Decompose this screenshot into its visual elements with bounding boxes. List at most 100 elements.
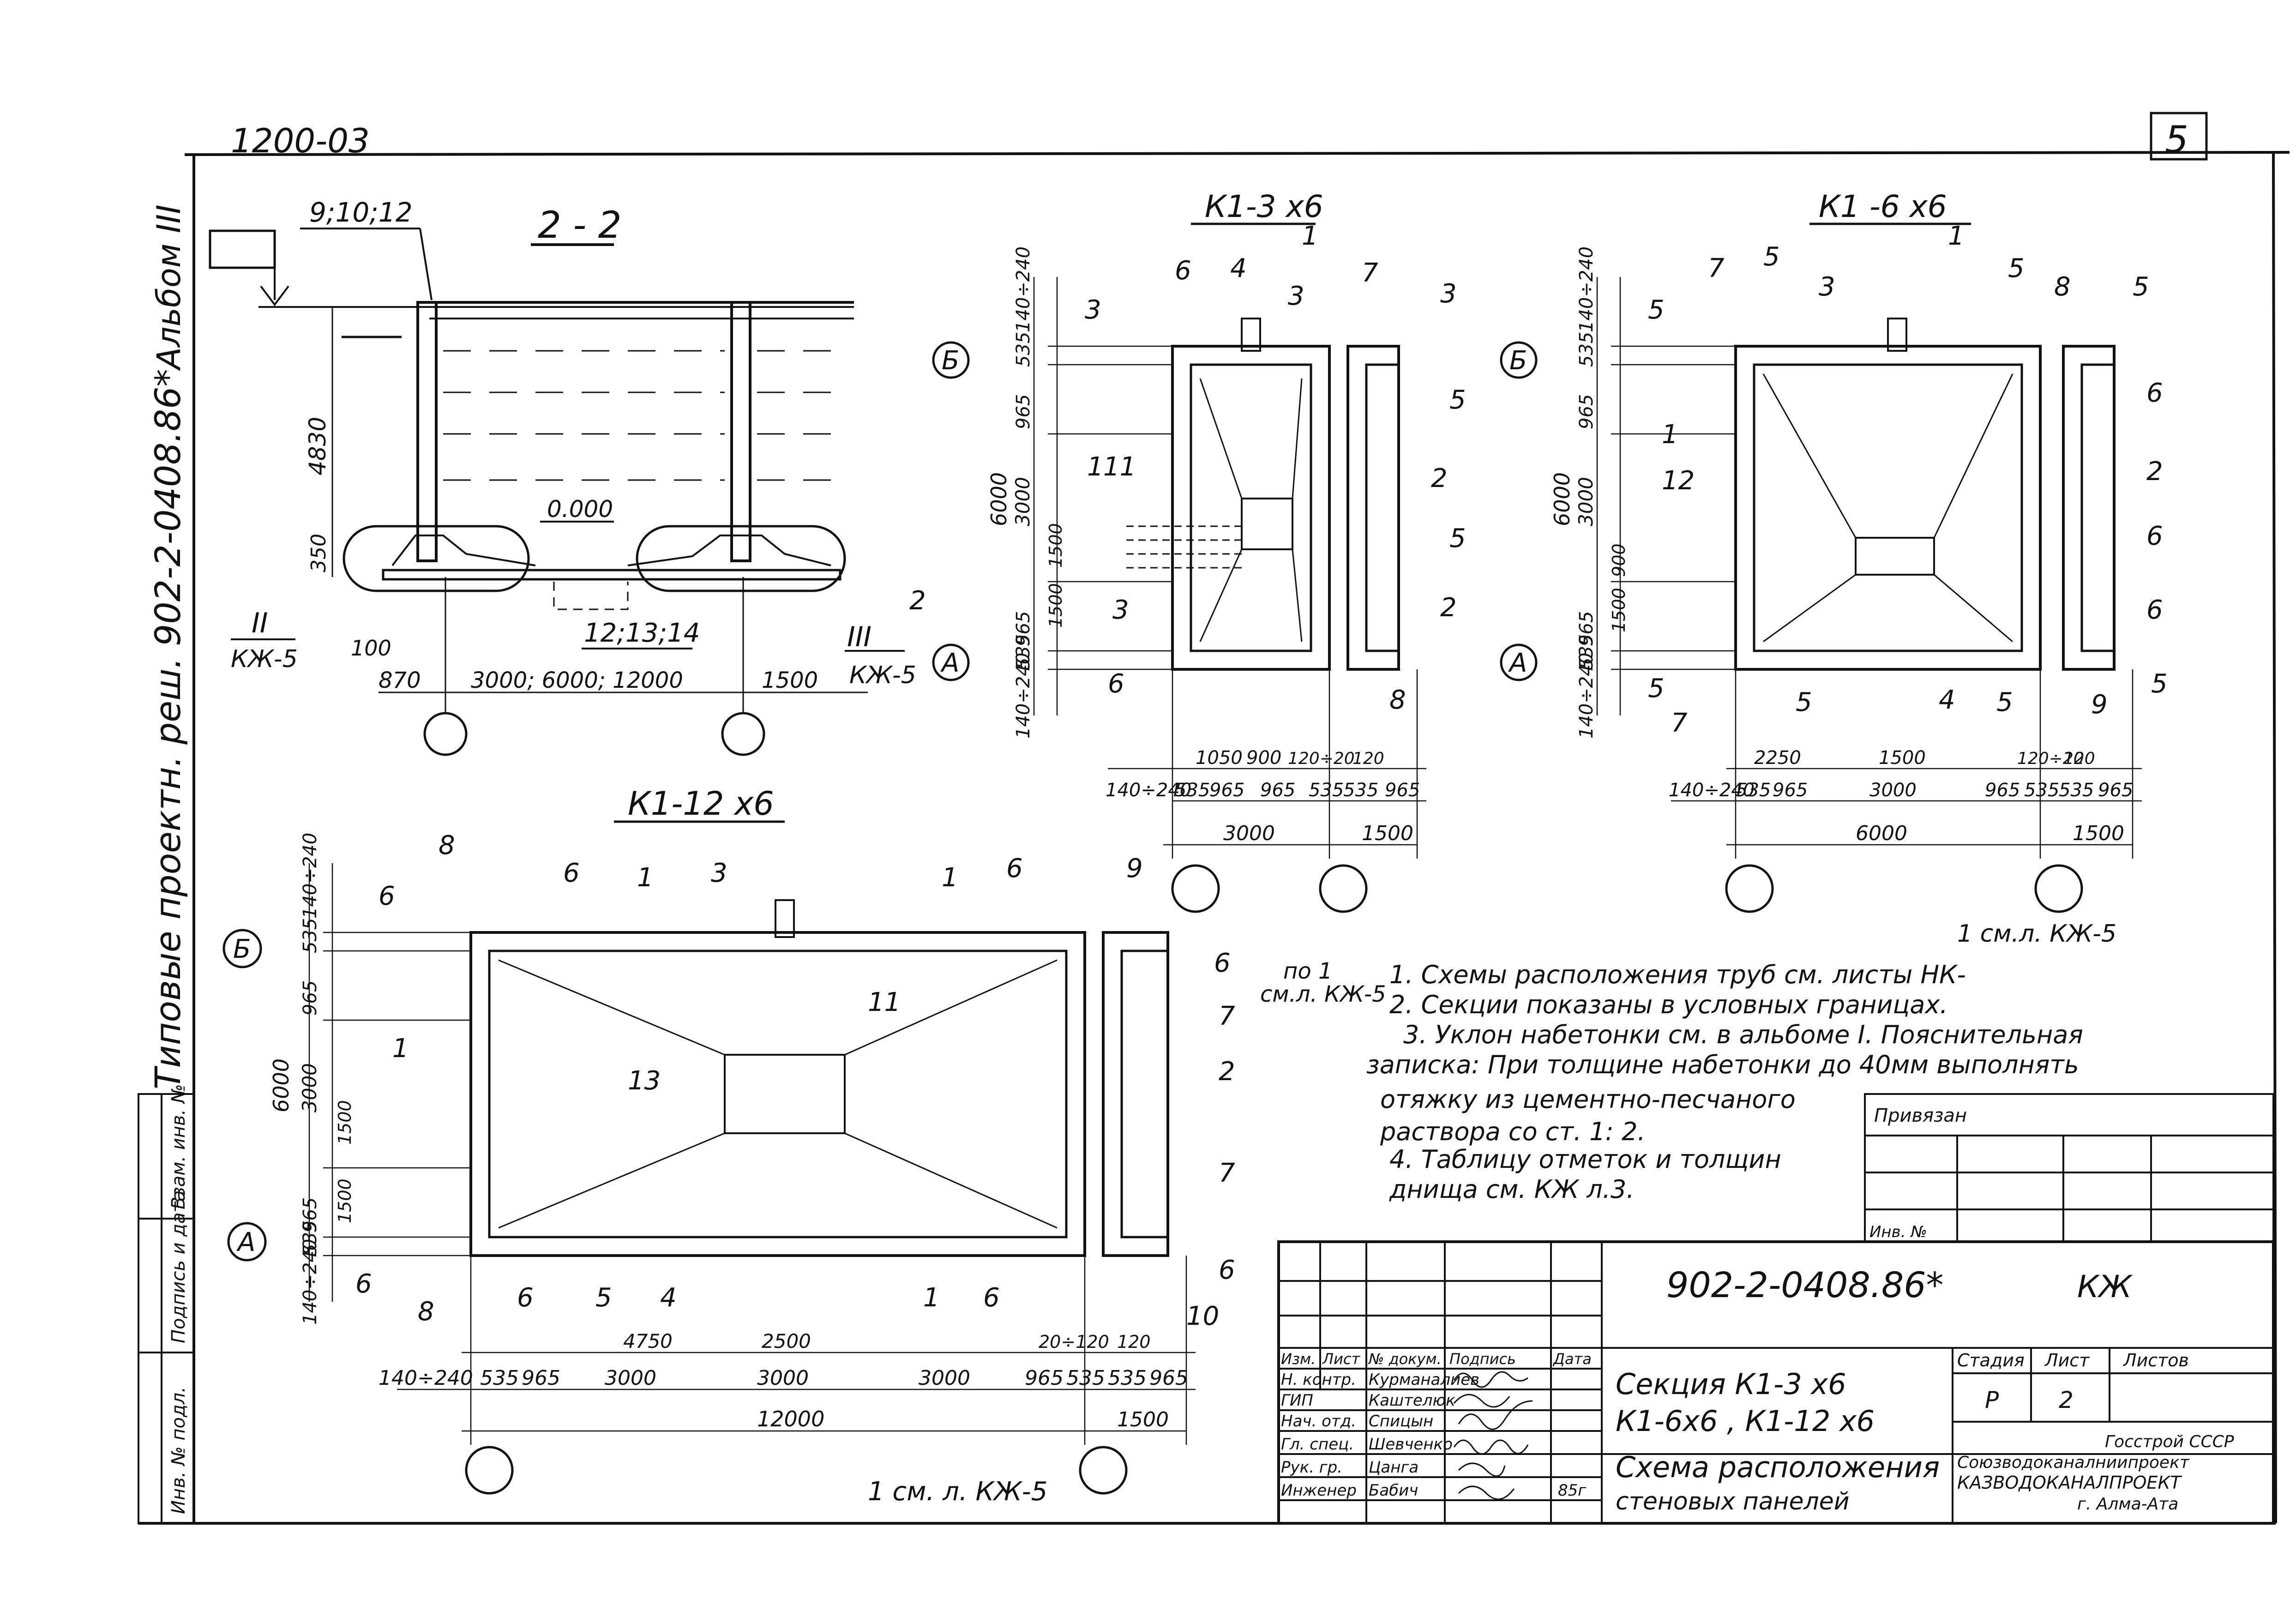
node-2-ref: КЖ-5 <box>231 645 298 673</box>
k1-6x6-dim-h5: 535 <box>1736 780 1771 801</box>
name-3: Шевченко <box>1369 1435 1453 1454</box>
title-block <box>1277 1240 2275 1525</box>
k1-3x6-dim-v0: 140÷240 <box>1013 246 1034 332</box>
k1-3x6-label-7: 7 <box>1362 258 1378 288</box>
k1-12x6-dim-v0: 140÷240 <box>300 833 321 919</box>
k1-12x6-axis-b: Б <box>233 934 251 964</box>
k1-12x6-dim-v6: 965 <box>300 1197 321 1232</box>
k1-12x6-dim-v3: 3000 <box>298 1063 321 1112</box>
strip-inv: Инв. № подл. <box>168 1387 189 1514</box>
series-label: Типовые проектн. реш. 902-2-0408.86* <box>147 369 188 1090</box>
role-3: Гл. спец. <box>1281 1435 1354 1454</box>
k1-3x6-label-8: 8 <box>1389 685 1406 715</box>
top-code: 1200-03 <box>231 121 370 160</box>
org-line-3: КАЗВОДОКАНАЛПРОЕКТ <box>1957 1473 2182 1493</box>
k1-6x6-dim-v6: 965 <box>1576 611 1597 646</box>
k1-3x6-dim-v4: 1500 <box>1046 523 1066 568</box>
k1-3x6-dim-v8: 140÷240 <box>1013 653 1034 739</box>
k1-6x6-label-5d: 5 <box>2133 272 2149 302</box>
k1-12x6-label-6f: 6 <box>517 1283 534 1313</box>
k1-12x6-label-2: 2 <box>1219 1057 1235 1087</box>
org-line-2: Союзводоканалниипроект <box>1957 1453 2190 1472</box>
k1-12x6-label-6a: 6 <box>563 858 580 888</box>
cut-mark-2-left: 2 <box>909 586 926 616</box>
k1-12x6-dim-h15: 1500 <box>1117 1408 1169 1431</box>
k1-12x6-dim-h10: 965 <box>1025 1366 1064 1390</box>
k1-6x6-label-4: 4 <box>1939 685 1955 715</box>
k1-6x6-dim-v2: 965 <box>1576 394 1597 429</box>
note-3-cont: записка: При толщине набетонки до 40мм в… <box>1366 1050 2079 1079</box>
k1-12x6-dim-h13: 965 <box>1149 1366 1188 1390</box>
k1-3x6-label-5a: 5 <box>1449 385 1466 415</box>
note-3-cont3: раствора со ст. 1: 2. <box>1380 1117 1646 1146</box>
k1-3x6-dim-h11: 3000 <box>1223 822 1275 845</box>
k1-6x6-label-5a: 5 <box>1648 295 1665 325</box>
k1-6x6-dim-h2: 120÷20 <box>2017 749 2084 768</box>
k1-12x6-dim-h14: 12000 <box>757 1407 824 1431</box>
k1-3x6-dim-v1: 535 <box>1013 332 1034 367</box>
k1-3x6-dim-h9: 535 <box>1343 780 1378 801</box>
k1-6x6-label-5h: 5 <box>2151 669 2168 699</box>
k1-12x6-label-6e: 6 <box>355 1269 372 1299</box>
k1-12x6-dim-v1: 535 <box>300 918 321 953</box>
k1-6x6-dim-v5: 1500 <box>1609 588 1629 632</box>
k1-6x6-title: К1 -6 х6 <box>1819 189 1947 224</box>
head-date: Дата <box>1552 1350 1592 1368</box>
cut-mark-2-right: 2 <box>1440 593 1457 623</box>
sheet-frame <box>138 112 2290 1525</box>
k1-12x6-dim-v5: 1500 <box>335 1178 355 1223</box>
k1-12x6-dim-v9: 6000 <box>269 1058 294 1112</box>
note-4-cont: днища см. КЖ л.3. <box>1389 1175 1634 1204</box>
k1-6x6-dim-h8: 965 <box>1985 780 2020 801</box>
k1-12x6-dim-h0: 4750 <box>623 1330 673 1353</box>
doc-mark: КЖ <box>2077 1269 2133 1304</box>
title-line-4: стеновых панелей <box>1616 1488 1850 1515</box>
head-izm: Изм. <box>1281 1350 1316 1368</box>
k1-12x6-label-1c: 1 <box>392 1034 409 1064</box>
node-3-number: III <box>847 621 872 653</box>
k1-6x6-label-5g: 5 <box>1996 687 2013 717</box>
k1-6x6-dim-v7: 535 <box>1576 634 1597 669</box>
s22-mark-bottom: 12;13;14 <box>584 618 700 648</box>
k1-6x6-dim-h3: 120 <box>2063 749 2095 768</box>
cut-mark-1-top: 1 <box>1302 221 1318 251</box>
cut-mark-po1: по 1 <box>1283 958 1333 984</box>
k1-3x6-dim-h8: 535 <box>1309 780 1344 801</box>
k1-3x6-dim-h12: 1500 <box>1362 822 1413 845</box>
k1-3x6-dim-h1: 900 <box>1246 747 1281 769</box>
k1-6x6-label-12: 12 <box>1662 466 1695 496</box>
k1-6x6-dim-h7: 3000 <box>1869 780 1917 801</box>
k1-3x6-axis-a: А <box>940 648 959 678</box>
k1-12x6-label-1b: 1 <box>942 863 958 893</box>
k1-6x6-label-5b: 5 <box>1763 242 1780 272</box>
s22-dim-height: 4830 <box>304 417 331 475</box>
k1-3x6-dim-h0: 1050 <box>1196 747 1243 769</box>
k1-3x6-dim-v2: 965 <box>1013 394 1034 429</box>
k1-3x6-label-2: 2 <box>1431 463 1448 493</box>
s22-dim-100: 100 <box>351 636 391 661</box>
head-sign: Подпись <box>1449 1350 1516 1368</box>
k1-6x6-label-5e: 5 <box>1648 673 1665 703</box>
k1-12x6-label-13: 13 <box>628 1066 661 1096</box>
k1-6x6-label-6c: 6 <box>2146 595 2163 625</box>
k1-6x6-dim-h9: 535 <box>2024 780 2059 801</box>
k1-12x6-label-6g: 6 <box>983 1283 1000 1313</box>
k1-12x6-dim-h4: 140÷240 <box>379 1366 473 1390</box>
k1-3x6-dim-h3: 120 <box>1352 749 1384 768</box>
k1-12x6-dim-v7: 535 <box>300 1220 321 1256</box>
stamp-year: 85г <box>1558 1481 1587 1500</box>
k1-12x6-label-6b: 6 <box>1006 854 1023 884</box>
notes: 1. Схемы расположения труб см. листы НК-… <box>1366 960 2083 1204</box>
role-0: Н. контр. <box>1281 1371 1356 1389</box>
k1-3x6-axis-b: Б <box>942 346 959 376</box>
k1-12x6-label-1a: 1 <box>637 863 654 893</box>
k1-6x6-dim-h4: 140÷240 <box>1669 780 1755 801</box>
k1-6x6-label-7a: 7 <box>1708 253 1725 283</box>
k1-3x6-dim-v3: 3000 <box>1011 477 1034 526</box>
s22-mark-top: 9;10;12 <box>309 197 413 228</box>
k1-12x6-label-6c: 6 <box>379 881 395 911</box>
k1-12x6-label-7b: 7 <box>1219 1158 1235 1188</box>
head-doc: № докум. <box>1368 1350 1442 1368</box>
k1-12x6-label-5: 5 <box>595 1283 612 1313</box>
plan-k1-6x6: К1 -6 х6 140÷240 535 965 3000 900 1500 9… <box>1500 189 2168 913</box>
